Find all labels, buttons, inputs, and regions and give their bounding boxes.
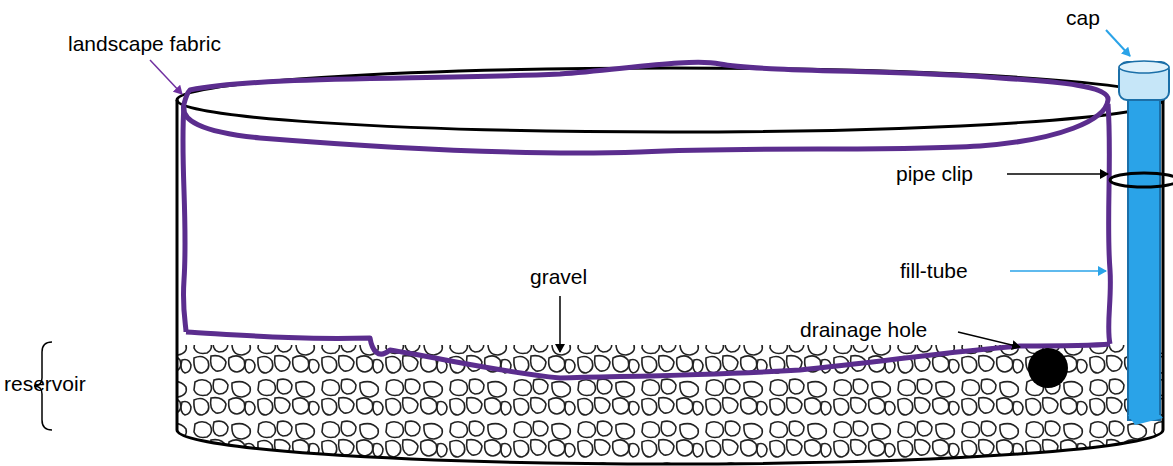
part-label: cap [1066,6,1100,30]
leader-line [1010,270,1106,272]
pipe-clip [1110,173,1173,187]
gravel-fill [170,340,1170,466]
leader-line [1007,173,1108,175]
part-label: landscape fabric [68,32,221,56]
part-label: reservoir [4,372,86,396]
leader-line [150,60,182,94]
part-label: gravel [530,265,587,289]
leader-line [559,296,561,352]
part-label: pipe clip [896,162,973,186]
drainage-hole [1028,348,1068,388]
part-label: fill-tube [900,259,968,283]
part-label: drainage hole [800,318,927,342]
fill-tube-end [1128,415,1163,425]
container [177,68,1163,464]
landscape-fabric [183,62,1111,378]
leader-line [1106,30,1130,56]
fill-tube [1128,82,1160,420]
leader-line [958,332,1020,347]
cap-top [1119,61,1169,73]
cap [1119,62,1169,100]
